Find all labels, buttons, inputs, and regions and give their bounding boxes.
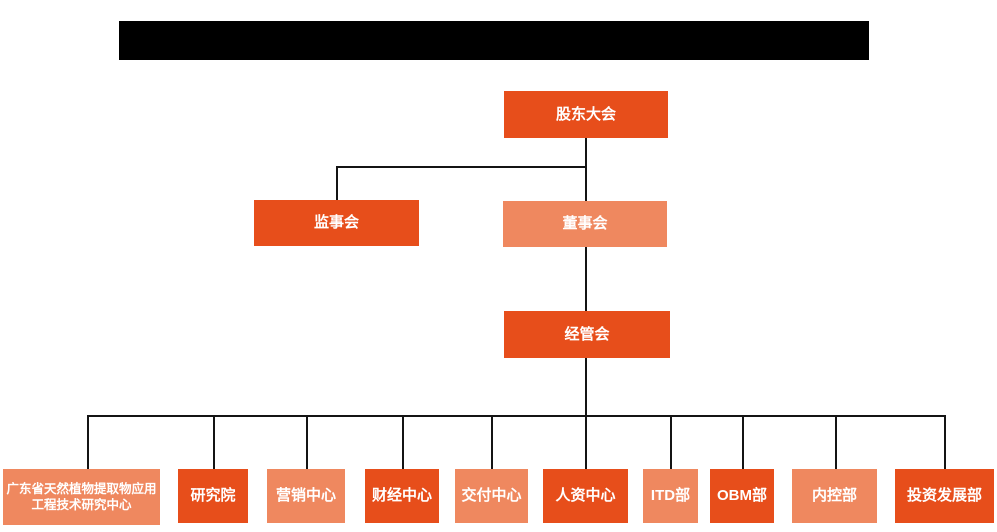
org-node-research-institute: 研究院 — [178, 469, 248, 523]
connector-drop-6 — [585, 415, 587, 469]
org-node-board-of-directors: 董事会 — [503, 201, 667, 247]
org-node-shareholders-meeting: 股东大会 — [504, 91, 668, 138]
connector-management-to-bus — [585, 358, 587, 417]
org-node-management-committee: 经管会 — [504, 311, 670, 358]
connector-drop-2 — [213, 415, 215, 469]
org-node-internal-control-department: 内控部 — [792, 469, 877, 523]
connector-drop-3 — [306, 415, 308, 469]
org-node-marketing-center: 营销中心 — [267, 469, 345, 523]
connector-board-to-management — [585, 247, 587, 311]
connector-drop-7 — [670, 415, 672, 469]
connector-drop-9 — [835, 415, 837, 469]
org-node-supervisory-board: 监事会 — [254, 200, 419, 246]
org-node-investment-development-department: 投资发展部 — [895, 469, 994, 523]
connector-drop-8 — [742, 415, 744, 469]
connector-to-supervisory — [336, 166, 338, 200]
org-node-delivery-center: 交付中心 — [455, 469, 528, 523]
redacted-title-bar — [119, 21, 869, 60]
connector-drop-10 — [944, 415, 946, 469]
org-node-finance-center: 财经中心 — [365, 469, 439, 523]
org-node-obm-department: OBM部 — [710, 469, 774, 523]
connector-branch-level2 — [336, 166, 587, 168]
org-node-hr-center: 人资中心 — [543, 469, 628, 523]
org-node-research-center: 广东省天然植物提取物应用工程技术研究中心 — [3, 469, 160, 525]
connector-drop-5 — [491, 415, 493, 469]
connector-drop-4 — [402, 415, 404, 469]
connector-drop-1 — [87, 415, 89, 469]
connector-department-bus — [87, 415, 946, 417]
org-node-itd-department: ITD部 — [643, 469, 698, 523]
connector-root-to-board — [585, 138, 587, 201]
